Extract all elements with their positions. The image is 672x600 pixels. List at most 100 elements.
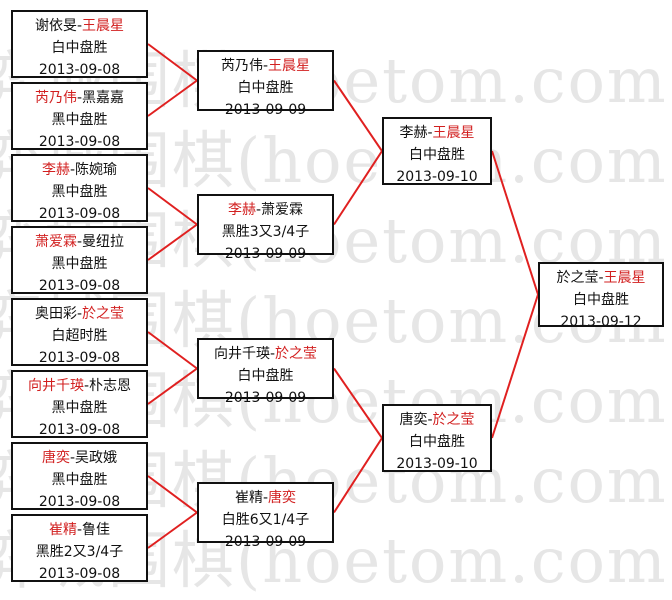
match-result: 白中盘胜: [409, 147, 465, 163]
player-name: 奥田彩: [34, 306, 77, 322]
connector-line: [333, 79, 383, 152]
connector-line: [333, 367, 383, 439]
player-name: 崔精: [234, 490, 263, 506]
match-r2-1: 芮乃伟-王晨星 白中盘胜 2013-09-09: [197, 50, 334, 118]
player-name: 鲁佳: [82, 522, 111, 538]
player-name: 朴志恩: [89, 378, 132, 394]
match-date: 2013-09-09: [224, 534, 307, 550]
winner-name: 王晨星: [432, 125, 475, 141]
match-r1-3: 李赫-陈婉瑜 黑中盘胜 2013-09-08: [11, 154, 148, 222]
winner-name: 唐奕: [268, 490, 297, 506]
connector-line: [333, 150, 383, 226]
match-date: 2013-09-08: [38, 350, 121, 366]
match-r1-6: 向井千瑛-朴志恩 黑中盘胜 2013-09-08: [11, 370, 148, 438]
player-name: 谢依旻: [34, 18, 77, 34]
match-r2-4: 崔精-唐奕 白胜6又1/4子 2013-09-09: [197, 482, 334, 550]
connector-line: [491, 294, 539, 439]
match-players: 李赫-陈婉瑜: [41, 162, 118, 178]
match-result: 黑中盘胜: [51, 184, 108, 200]
match-date: 2013-09-09: [224, 246, 307, 262]
match-result: 白超时胜: [51, 328, 108, 344]
match-result: 黑中盘胜: [51, 472, 108, 488]
match-date: 2013-09-08: [38, 422, 121, 438]
match-result: 白中盘胜: [237, 368, 294, 384]
match-result: 黑胜3又3/4子: [221, 224, 310, 240]
winner-name: 於之莹: [275, 346, 318, 362]
player-name: 於之莹: [556, 270, 599, 286]
connector-line: [147, 367, 198, 405]
match-date: 2013-09-08: [38, 566, 121, 582]
match-players: 萧爱霖-曼纽拉: [34, 234, 125, 250]
match-final: 於之莹-王晨星 白中盘胜 2013-09-12: [538, 262, 664, 330]
player-name: 李赫: [399, 125, 428, 141]
match-players: 向井千瑛-朴志恩: [27, 378, 132, 394]
connector-line: [147, 475, 198, 514]
connector-line: [147, 511, 198, 549]
match-r1-8: 崔精-鲁佳 黑胜2又3/4子 2013-09-08: [11, 514, 148, 582]
match-players: 唐奕-於之莹: [399, 412, 475, 428]
match-players: 芮乃伟-王晨星: [220, 58, 311, 74]
match-result: 白中盘胜: [573, 292, 629, 308]
player-name: 曼纽拉: [82, 234, 125, 250]
winner-name: 王晨星: [268, 58, 311, 74]
match-players: 奥田彩-於之莹: [34, 306, 125, 322]
match-result: 黑中盘胜: [51, 112, 108, 128]
match-result: 黑中盘胜: [51, 400, 108, 416]
match-r1-2: 芮乃伟-黑嘉嘉 黑中盘胜 2013-09-08: [11, 82, 148, 150]
match-r1-4: 萧爱霖-曼纽拉 黑中盘胜 2013-09-08: [11, 226, 148, 294]
winner-name: 萧爱霖: [34, 234, 77, 250]
match-date: 2013-09-08: [38, 278, 121, 294]
match-date: 2013-09-08: [38, 206, 121, 222]
connector-line: [147, 43, 198, 82]
match-result: 白中盘胜: [237, 80, 294, 96]
match-result: 黑胜2又3/4子: [35, 544, 124, 560]
match-players: 崔精-唐奕: [234, 490, 297, 506]
winner-name: 王晨星: [82, 18, 125, 34]
match-r3-2: 唐奕-於之莹 白中盘胜 2013-09-10: [382, 404, 492, 472]
player-name: 向井千瑛: [213, 346, 270, 362]
match-players: 崔精-鲁佳: [48, 522, 111, 538]
match-players: 唐奕-吴政娥: [41, 450, 118, 466]
player-name: 黑嘉嘉: [82, 90, 125, 106]
connector-line: [147, 187, 198, 226]
match-date: 2013-09-12: [560, 314, 642, 330]
player-name: 唐奕: [399, 412, 428, 428]
match-date: 2013-09-10: [396, 169, 478, 185]
match-r2-3: 向井千瑛-於之莹 白中盘胜 2013-09-09: [197, 338, 334, 406]
match-r1-7: 唐奕-吴政娥 黑中盘胜 2013-09-08: [11, 442, 148, 510]
player-name: 吴政娥: [75, 450, 118, 466]
connector-line: [147, 79, 198, 117]
winner-name: 王晨星: [603, 270, 646, 286]
match-result: 白中盘胜: [51, 40, 108, 56]
match-date: 2013-09-08: [38, 62, 121, 78]
match-players: 李赫-萧爱霖: [227, 202, 304, 218]
winner-name: 唐奕: [41, 450, 70, 466]
match-result: 黑中盘胜: [51, 256, 108, 272]
match-players: 谢依旻-王晨星: [34, 18, 125, 34]
match-date: 2013-09-08: [38, 494, 121, 510]
match-date: 2013-09-09: [224, 390, 307, 406]
match-players: 芮乃伟-黑嘉嘉: [34, 90, 125, 106]
match-players: 向井千瑛-於之莹: [213, 346, 318, 362]
winner-name: 於之莹: [82, 306, 125, 322]
connector-line: [147, 223, 198, 261]
match-r1-5: 奥田彩-於之莹 白超时胜 2013-09-08: [11, 298, 148, 366]
connector-line: [491, 150, 539, 295]
match-players: 於之莹-王晨星: [556, 270, 646, 286]
match-date: 2013-09-10: [396, 456, 478, 472]
winner-name: 向井千瑛: [27, 378, 84, 394]
match-result: 白胜6又1/4子: [221, 512, 310, 528]
winner-name: 李赫: [41, 162, 70, 178]
match-result: 白中盘胜: [409, 434, 465, 450]
connector-line: [333, 437, 383, 514]
player-name: 陈婉瑜: [75, 162, 118, 178]
match-date: 2013-09-09: [224, 102, 307, 118]
player-name: 萧爱霖: [261, 202, 304, 218]
winner-name: 崔精: [48, 522, 77, 538]
winner-name: 芮乃伟: [34, 90, 77, 106]
connector-line: [147, 331, 198, 370]
winner-name: 於之莹: [432, 412, 475, 428]
match-players: 李赫-王晨星: [399, 125, 475, 141]
match-r2-2: 李赫-萧爱霖 黑胜3又3/4子 2013-09-09: [197, 194, 334, 262]
